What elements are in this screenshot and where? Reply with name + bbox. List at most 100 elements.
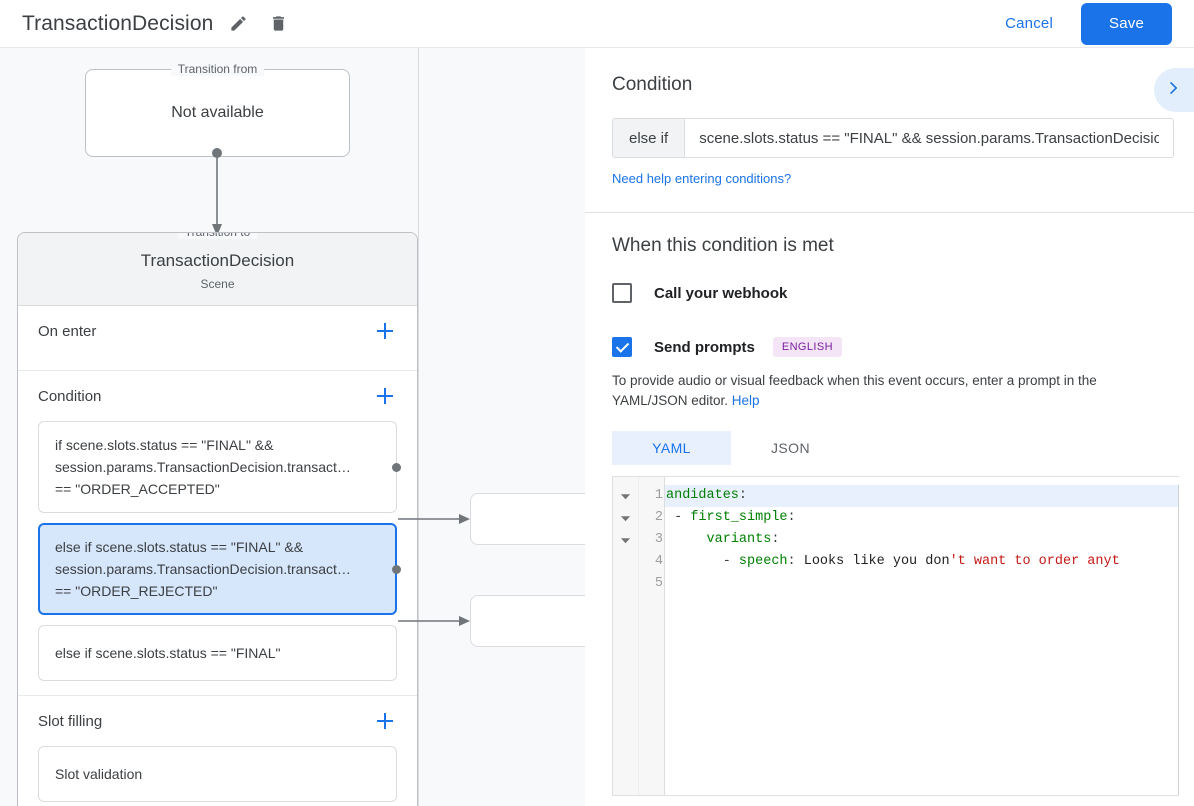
send-prompts-description-text: To provide audio or visual feedback when… <box>612 373 1097 408</box>
add-item-plus-icon[interactable] <box>373 319 397 343</box>
condition-heading: Condition <box>612 74 693 95</box>
editor-code-area[interactable]: andidates: - first_simple: variants: - s… <box>665 477 1179 795</box>
add-item-plus-icon[interactable] <box>373 709 397 733</box>
scene-card-header: TransactionDecision Scene <box>18 233 417 306</box>
section-title: On enter <box>38 322 97 340</box>
code-token: 't want to order anyt <box>949 554 1120 569</box>
condition-item[interactable]: else if scene.slots.status == "FINAL" &&… <box>38 523 401 615</box>
code-line[interactable]: - first_simple: <box>665 507 1179 529</box>
condition-details-panel: Condition else if Need help entering con… <box>585 48 1194 806</box>
condition-input-row[interactable]: else if <box>612 118 1174 158</box>
code-token: : <box>738 488 748 503</box>
fold-spacer <box>613 573 638 595</box>
tab-json[interactable]: JSON <box>771 440 810 456</box>
send-prompts-label: Send prompts <box>654 338 755 356</box>
cancel-button[interactable]: Cancel <box>991 7 1067 40</box>
condition-item[interactable]: else if scene.slots.status == "FINAL" <box>38 625 397 681</box>
delete-button[interactable] <box>263 9 293 39</box>
code-line[interactable]: - speech: Looks like you don't want to o… <box>665 551 1179 573</box>
scene-card-name: TransactionDecision <box>140 251 295 270</box>
line-number: 5 <box>654 576 663 591</box>
call-webhook-row[interactable]: Call your webhook <box>612 283 1194 303</box>
condition-output-port[interactable] <box>392 565 401 574</box>
transition-to-legend: Transition to <box>177 233 258 239</box>
code-token: : <box>771 532 780 547</box>
send-prompts-checkbox[interactable] <box>612 337 632 357</box>
code-token: : <box>787 510 796 525</box>
section-header: Condition <box>18 371 417 421</box>
condition-item[interactable]: if scene.slots.status == "FINAL" && sess… <box>38 421 401 513</box>
code-token <box>666 532 707 547</box>
trash-icon <box>269 14 288 33</box>
app-header: TransactionDecision Cancel Save <box>0 0 1194 48</box>
section-header: On enter <box>18 306 417 356</box>
when-condition-met-heading: When this condition is met <box>612 235 834 256</box>
line-number: 2 <box>654 510 663 525</box>
language-badge: ENGLISH <box>772 337 842 357</box>
transition-from-node[interactable]: Transition from Not available <box>85 62 350 157</box>
editor-right-edge <box>1178 485 1179 795</box>
code-token: first_simple <box>690 510 788 525</box>
call-webhook-label: Call your webhook <box>654 284 788 302</box>
section-title: Condition <box>38 387 102 405</box>
fold-toggle-icon[interactable] <box>613 529 638 551</box>
condition-help-link[interactable]: Need help entering conditions? <box>612 171 792 186</box>
section-body: Slot validation <box>18 746 417 802</box>
scene-section: Condition if scene.slots.status == "FINAL… <box>18 371 417 696</box>
code-token: Looks like you don <box>803 554 950 569</box>
scene-graph-canvas[interactable]: Transition from Not available Transition… <box>0 48 585 806</box>
page-title: TransactionDecision <box>22 11 214 35</box>
chevron-right-icon <box>1164 78 1184 103</box>
code-token: : <box>787 554 804 569</box>
editor-format-tabs: YAML JSON <box>612 431 1194 465</box>
code-line[interactable]: variants: <box>665 529 1179 551</box>
line-number: 3 <box>654 532 663 547</box>
section-title: Slot filling <box>38 712 103 730</box>
condition-target-stub-2[interactable] <box>470 595 585 647</box>
code-token: speech <box>738 554 788 569</box>
code-token: - <box>666 510 691 525</box>
send-prompts-help-link[interactable]: Help <box>731 393 760 408</box>
code-token: - <box>666 554 739 569</box>
code-token: andidates <box>666 488 739 503</box>
send-prompts-row[interactable]: Send prompts ENGLISH <box>612 337 1194 357</box>
transition-from-value: Not available <box>171 104 264 121</box>
canvas-divider-rule <box>418 48 419 806</box>
pencil-icon <box>229 14 248 33</box>
condition-prefix-label: else if <box>613 119 686 157</box>
condition-output-port[interactable] <box>392 463 401 472</box>
tab-yaml[interactable]: YAML <box>612 431 731 465</box>
scene-card[interactable]: Transition to TransactionDecision Scene … <box>17 232 418 806</box>
call-webhook-checkbox[interactable] <box>612 283 632 303</box>
save-button[interactable]: Save <box>1081 2 1172 45</box>
condition-target-stub-1[interactable] <box>470 493 585 545</box>
edit-name-button[interactable] <box>223 9 253 39</box>
scene-section: On enter <box>18 306 417 371</box>
code-line[interactable]: andidates: <box>665 485 1179 507</box>
panel-divider <box>585 212 1194 213</box>
fold-toggle-icon[interactable] <box>613 507 638 529</box>
scene-card-type: Scene <box>200 277 235 291</box>
editor-line-numbers: 1 2 3 4 5 <box>639 477 665 795</box>
code-line[interactable] <box>665 573 1179 595</box>
transition-arrow <box>212 148 222 236</box>
section-body: if scene.slots.status == "FINAL" && sess… <box>18 421 417 681</box>
section-header: Slot filling <box>18 696 417 746</box>
collapse-panel-button[interactable] <box>1154 68 1194 112</box>
fold-toggle-icon[interactable] <box>613 485 638 507</box>
transition-from-legend: Transition from <box>170 62 265 76</box>
send-prompts-description: To provide audio or visual feedback when… <box>612 371 1165 411</box>
yaml-editor[interactable]: 1 2 3 4 5 andidates: - first_simple: variant… <box>612 476 1179 796</box>
add-item-plus-icon[interactable] <box>373 384 397 408</box>
condition-item[interactable]: Slot validation <box>38 746 397 802</box>
condition-section: Condition else if Need help entering con… <box>585 48 1194 213</box>
line-number: 4 <box>654 554 663 569</box>
fold-spacer <box>613 551 638 573</box>
code-token: variants <box>706 532 772 547</box>
line-number: 1 <box>654 488 663 503</box>
condition-expression-input[interactable] <box>685 119 1173 157</box>
when-condition-met-section: When this condition is met Call your web… <box>585 213 1194 796</box>
editor-fold-gutter[interactable] <box>613 477 639 795</box>
